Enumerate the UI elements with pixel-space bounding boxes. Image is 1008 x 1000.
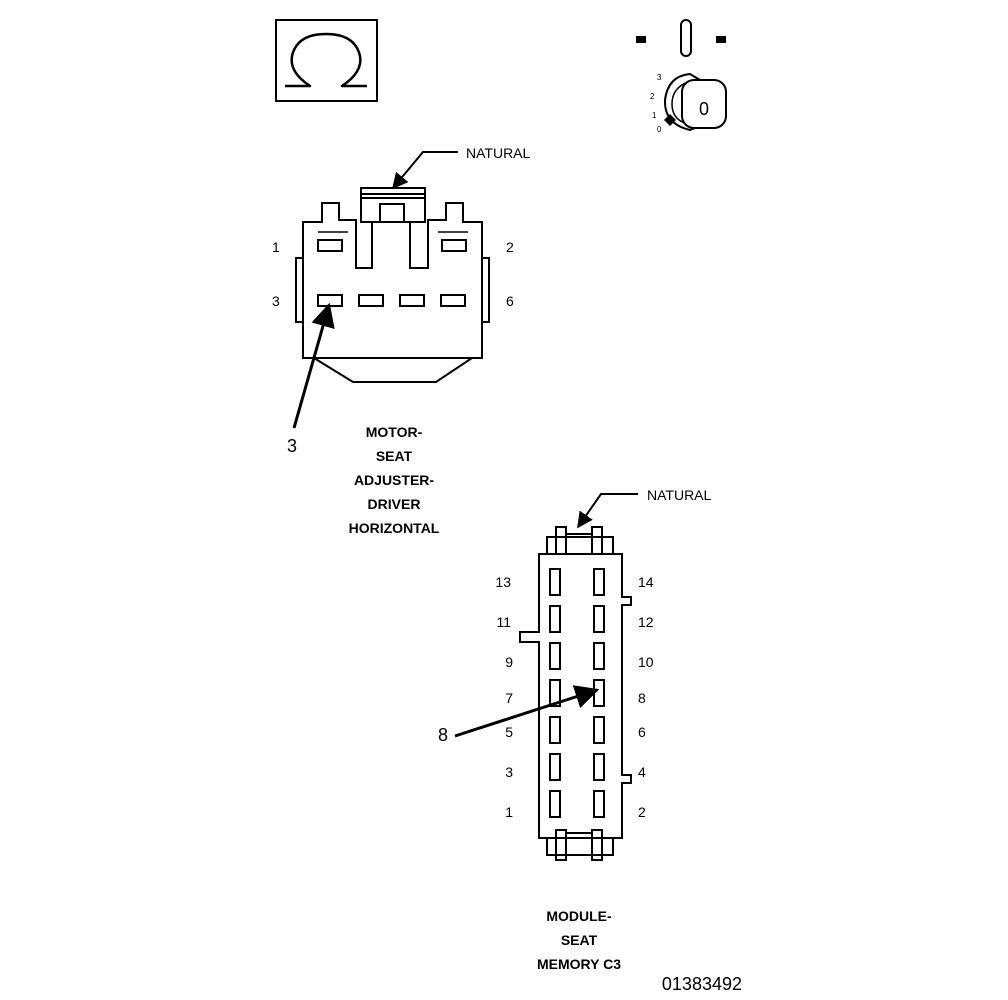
pin-label-3: 3 — [272, 293, 280, 309]
title-line: SEAT — [561, 932, 598, 948]
key-position-2: 2 — [650, 92, 655, 101]
pin-label: 13 — [495, 574, 511, 590]
connector-module-seat-memory — [519, 526, 632, 861]
pin-label: 2 — [638, 804, 646, 820]
pin-label-6: 6 — [506, 293, 514, 309]
title-line: ADJUSTER- — [354, 472, 434, 488]
callout-number-top: 3 — [287, 436, 297, 456]
title-line: SEAT — [376, 448, 413, 464]
pin-label: 14 — [638, 574, 654, 590]
pin-labels-right: 14 12 10 8 6 4 2 — [638, 574, 654, 820]
figure-id: 01383492 — [662, 974, 742, 994]
pin-label: 3 — [505, 764, 513, 780]
pin-label-1: 1 — [272, 239, 280, 255]
color-callout-bottom: NATURAL — [577, 487, 712, 529]
color-label-bottom: NATURAL — [647, 487, 712, 503]
pin-label: 9 — [505, 654, 513, 670]
color-callout-top: NATURAL — [391, 145, 531, 190]
pin-label: 10 — [638, 654, 654, 670]
pin-label: 8 — [638, 690, 646, 706]
pin-callout-bottom: 8 — [438, 685, 600, 745]
pin-label: 4 — [638, 764, 646, 780]
callout-number-bottom: 8 — [438, 725, 448, 745]
pin-label: 1 — [505, 804, 513, 820]
pin-label-2: 2 — [506, 239, 514, 255]
key-position-1: 1 — [652, 111, 657, 120]
title-line: HORIZONTAL — [349, 520, 440, 536]
color-label-top: NATURAL — [466, 145, 531, 161]
connector-motor-seat-adjuster — [295, 187, 490, 383]
key-position-3: 3 — [657, 73, 662, 82]
connector-title-bottom: MODULE- SEAT MEMORY C3 — [537, 908, 621, 972]
key-letter: 0 — [699, 99, 709, 119]
pin-label: 6 — [638, 724, 646, 740]
pin-label: 12 — [638, 614, 654, 630]
pin-label: 11 — [496, 614, 511, 630]
ignition-key-off-icon: 0 3 2 1 0 — [636, 19, 727, 134]
title-line: MEMORY C3 — [537, 956, 621, 972]
key-position-0: 0 — [657, 125, 662, 134]
pin-label: 5 — [505, 724, 513, 740]
connector-title-top: MOTOR- SEAT ADJUSTER- DRIVER HORIZONTAL — [349, 424, 440, 536]
title-line: DRIVER — [368, 496, 421, 512]
title-line: MOTOR- — [366, 424, 423, 440]
omega-resistance-icon — [275, 19, 378, 102]
pin-callout-top: 3 — [287, 302, 335, 456]
pin-labels-left: 13 11 9 7 5 3 1 — [495, 574, 513, 820]
pin-label: 7 — [505, 690, 513, 706]
title-line: MODULE- — [546, 908, 612, 924]
